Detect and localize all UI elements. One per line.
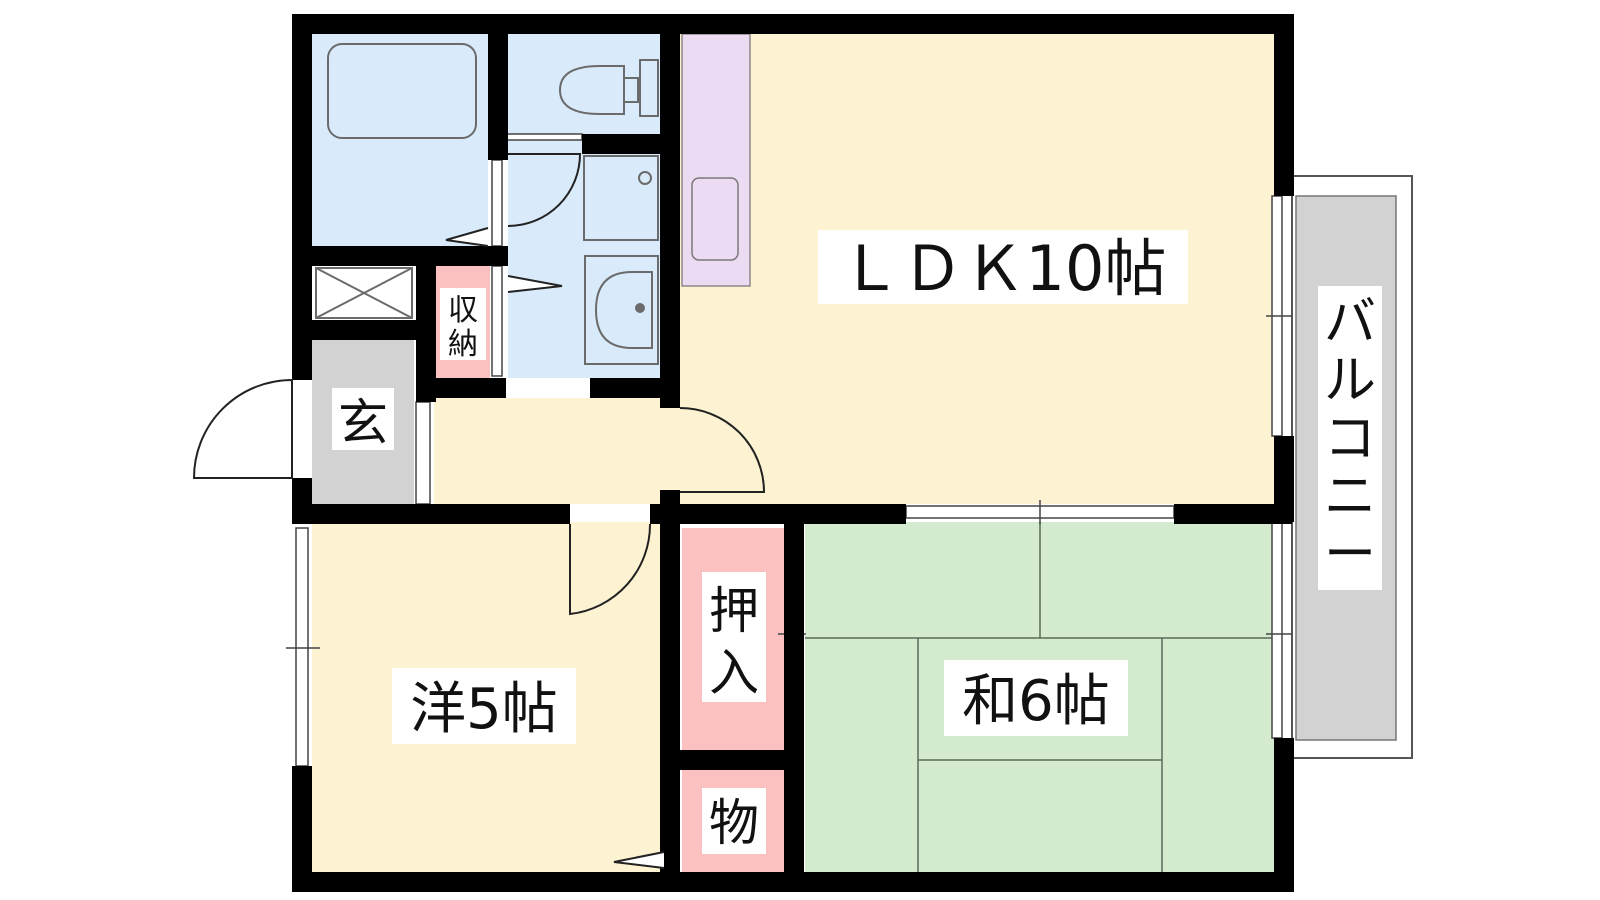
wall-shoe-bottom xyxy=(292,320,416,340)
wall-toilet-bottom xyxy=(582,134,660,154)
storeroom-label: 物 xyxy=(709,794,759,852)
vanity-drain xyxy=(635,303,645,313)
wall-closet-bottom xyxy=(660,750,804,770)
western-window xyxy=(295,527,309,767)
entrance-label-bg xyxy=(332,388,394,450)
bathtub xyxy=(327,43,477,139)
balcony-label-3: コ xyxy=(1324,409,1376,469)
entrance-label: 玄 xyxy=(338,394,388,452)
balcony-label-1: バ xyxy=(1324,293,1376,353)
wall-mid-1 xyxy=(292,504,570,524)
storeroom-label-bg xyxy=(702,788,766,854)
closet-label-bg xyxy=(702,572,766,702)
storage-label-bg xyxy=(440,288,486,360)
storage-door-pointer xyxy=(507,275,563,293)
ldk-label: ＬＤＫ10帖 xyxy=(840,232,1167,305)
wall-bath-right xyxy=(488,14,508,160)
fixtures xyxy=(315,43,659,365)
ldk-label-bg xyxy=(818,230,1188,304)
toilet-seat xyxy=(623,77,639,103)
japanese-balcony-window xyxy=(1271,521,1283,739)
storage-label-top: 収 xyxy=(448,293,478,328)
japanese-room-label: 和6帖 xyxy=(962,669,1110,734)
closet-label-bottom: 入 xyxy=(709,644,759,702)
western-door-swing xyxy=(569,523,652,616)
bath-door-frame xyxy=(491,159,503,247)
front-door-swing xyxy=(192,378,293,479)
vanity-basin xyxy=(584,255,659,365)
wall-right-2 xyxy=(1274,436,1294,522)
storage-door-frame xyxy=(491,265,503,377)
wall-center-1 xyxy=(660,14,680,408)
wall-mid-3 xyxy=(1174,504,1292,524)
wall-storage-bottom xyxy=(416,378,506,398)
wall-bottom xyxy=(292,872,1292,892)
wall-storage-left xyxy=(416,266,436,402)
western-label-bg xyxy=(392,668,576,744)
wall-right-1 xyxy=(1274,14,1294,196)
wall-washroom-bottom xyxy=(590,378,672,398)
wall-left-1 xyxy=(292,14,312,380)
toilet-tank xyxy=(639,59,659,117)
toilet-door-frame xyxy=(505,133,583,141)
bath-door-pointer xyxy=(445,227,489,247)
walls xyxy=(292,14,1294,892)
wall-right-3 xyxy=(1274,738,1294,892)
wall-mid-2 xyxy=(650,504,906,524)
balcony-label-4: ニ xyxy=(1324,467,1376,527)
washer-knob xyxy=(638,171,652,185)
wall-closet-right xyxy=(784,522,804,872)
wall-center-2 xyxy=(660,490,680,872)
tatami-lines xyxy=(805,522,1274,872)
bath-door-swing xyxy=(507,153,582,227)
balcony-label-2: ル xyxy=(1324,351,1376,411)
hall-floor xyxy=(434,398,672,504)
balcony-label-5: ー xyxy=(1324,525,1376,585)
vanity-bowl xyxy=(594,271,653,349)
western-door-pointer xyxy=(613,851,665,869)
label-backgrounds xyxy=(332,230,1382,854)
storage-label-bottom: 納 xyxy=(448,327,478,362)
wall-top xyxy=(292,14,1292,34)
doors xyxy=(192,153,766,869)
washing-machine xyxy=(583,155,659,241)
room-labels: ＬＤＫ10帖 洋5帖 和6帖 玄 収 納 押 入 物 バ ル コ ニ ー xyxy=(338,232,1376,852)
ldk-door-swing xyxy=(679,407,766,493)
japanese-label-bg xyxy=(944,660,1128,736)
closet-label-top: 押 xyxy=(709,582,759,640)
sink xyxy=(691,177,739,261)
wall-left-3 xyxy=(292,766,312,892)
balcony-label-bg xyxy=(1318,286,1382,590)
wall-bath-bottom xyxy=(292,246,508,266)
bathroom-floor xyxy=(312,34,488,246)
western-room-label: 洋5帖 xyxy=(410,677,558,742)
toilet-bowl xyxy=(558,65,625,115)
entrance-step xyxy=(415,401,431,505)
shoe-cabinet-cross-b xyxy=(315,267,413,319)
